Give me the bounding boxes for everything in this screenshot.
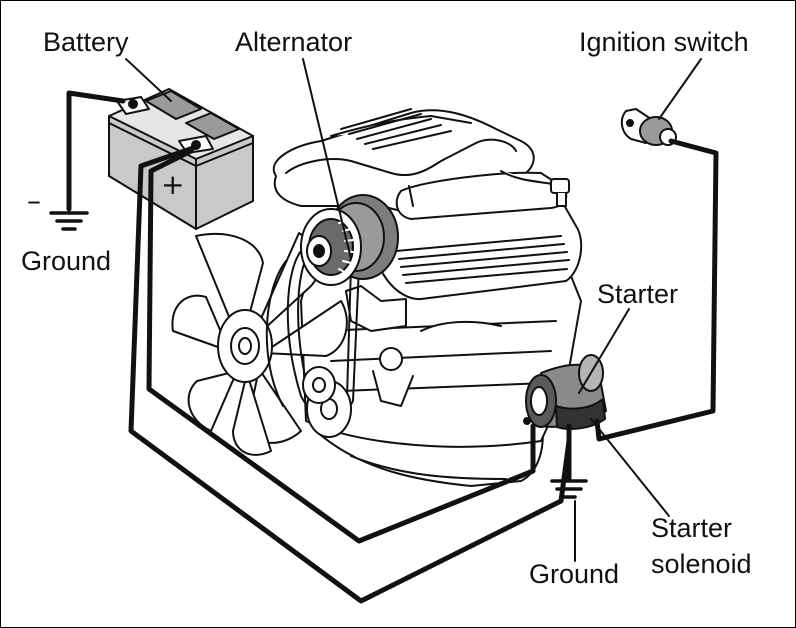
ignition-switch-leader-line	[658, 58, 702, 120]
starter-leader-line	[578, 308, 630, 394]
negative-terminal-sign: –	[27, 184, 41, 217]
leader-lines	[125, 58, 702, 562]
starter-solenoid-label-line2: solenoid	[651, 549, 752, 579]
wiring	[66, 90, 719, 604]
crank-pulleys	[302, 366, 352, 438]
positive-terminal-sign: +	[161, 168, 185, 201]
starter-solenoid-leader-line	[590, 418, 670, 517]
ground-left-label: Ground	[21, 246, 112, 276]
ignition-switch-label: Ignition switch	[579, 27, 749, 57]
ground-symbol-left	[49, 211, 89, 231]
starter-solenoid-label-line1: Starter	[651, 513, 733, 543]
battery-label: Battery	[43, 27, 129, 57]
battery	[108, 88, 254, 230]
ignition-switch-body	[620, 108, 677, 146]
starter-motor	[523, 354, 607, 430]
alternator	[300, 194, 399, 286]
ground-symbol-bottom	[550, 479, 588, 499]
alternator-label: Alternator	[235, 27, 353, 57]
ground-bottom-label: Ground	[529, 559, 620, 589]
starter-label: Starter	[597, 279, 679, 309]
battery-leader-line	[125, 58, 172, 102]
alternator-leader-line	[302, 58, 352, 260]
